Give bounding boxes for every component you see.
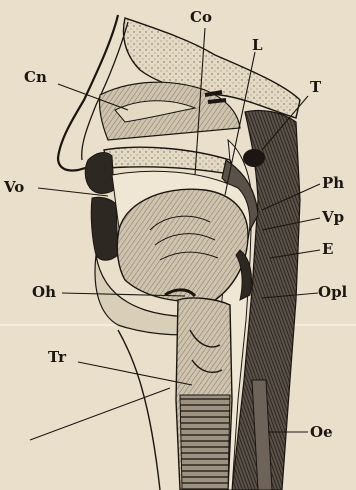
label-cn: Cn [24,68,47,86]
tubal-opening [243,149,265,167]
label-l: L [252,36,263,54]
label-opl: Opl [318,283,348,301]
upper-lip-teeth [85,153,114,194]
label-vo: Vo [3,178,24,196]
lower-lip-teeth [91,197,118,260]
label-vp: Vp [321,208,344,226]
label-tr: Tr [48,348,67,366]
hard-palate [104,147,236,175]
neck-skin-line [118,330,160,490]
label-t: T [310,78,322,96]
label-oh: Oh [32,283,56,301]
label-e: E [322,240,333,258]
trachea-rings [180,395,230,490]
label-oe: Oe [310,423,333,441]
label-ph: Ph [322,174,344,192]
label-co: Co [190,8,212,26]
leader-trachea-arrow [30,388,170,440]
tongue [117,189,248,301]
